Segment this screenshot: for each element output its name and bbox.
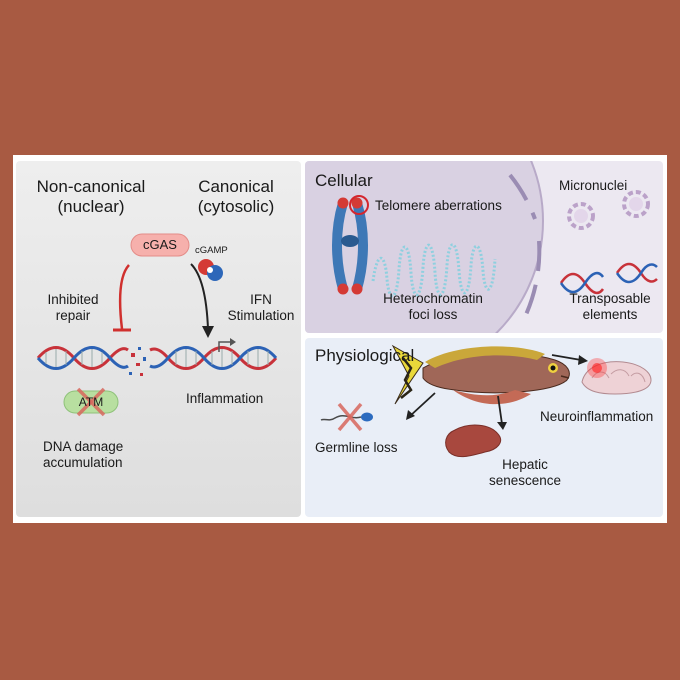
nuclear-envelope-icon (508, 173, 542, 322)
liver-icon (445, 424, 502, 458)
cgas-pill (130, 233, 190, 257)
neuroinflammation-label: Neuroinflammation (540, 409, 654, 424)
cellular-title: Cellular (315, 171, 373, 190)
transposable-element-icon (559, 271, 605, 295)
noncanonical-title: Non-canonical (nuclear) (36, 177, 146, 216)
transposable-label: Transposable elements (569, 291, 651, 322)
dna-helix-icon (149, 346, 278, 370)
hepatic-senescence-label: Hepatic senescence (488, 457, 562, 488)
physiological-graphics (320, 344, 652, 458)
heterochromatin-label: Heterochromatin foci loss (383, 291, 483, 322)
brain-icon (581, 358, 652, 395)
cgas-label: cGAS (143, 237, 177, 252)
pathway-graphics (36, 233, 278, 417)
arrow-to-liver (497, 395, 503, 425)
inhibited-repair-label: Inhibited repair (47, 292, 99, 323)
inflammation-label: Inflammation (186, 391, 264, 406)
micronucleus-icon (622, 190, 650, 218)
transcription-arrow-icon (218, 341, 231, 352)
germline-loss-label: Germline loss (315, 440, 398, 455)
inhibition-arrow (118, 264, 130, 330)
heterochromatin-icon (371, 243, 497, 298)
physiological-title: Physiological (315, 346, 415, 365)
arrow-to-germline (409, 392, 436, 417)
nucleus-shape (305, 161, 544, 333)
dna-helix-damaged-icon (36, 346, 129, 370)
transposable-element-icon (615, 262, 658, 284)
arrow-to-brain (551, 354, 582, 361)
chromosome-icon (332, 197, 368, 295)
micronuclei-label: Micronuclei (559, 178, 628, 193)
canonical-title: Canonical (cytosolic) (197, 177, 275, 216)
physiological-panel: Physiological Germline loss Neuroinflamm… (305, 338, 663, 517)
dna-break-fragments-icon (129, 347, 146, 376)
cross-icon (76, 387, 106, 417)
cgas-pathways-panel: Non-canonical (nuclear) Canonical (cytos… (16, 161, 301, 517)
cellular-panel: Cellular Telomere aberrations Heterochro… (305, 161, 663, 333)
figure-card: Non-canonical (nuclear) Canonical (cytos… (13, 155, 667, 523)
activation-arrow (190, 263, 209, 330)
ifn-stimulation-label: IFN Stimulation (227, 292, 295, 323)
telomere-label: Telomere aberrations (375, 198, 502, 213)
cgamp-label: cGAMP (195, 245, 228, 256)
atm-label: ATM (78, 395, 104, 409)
arrowhead-icon (202, 326, 214, 338)
killifish-icon (391, 344, 570, 405)
dna-damage-label: DNA damage accumulation (43, 439, 124, 470)
micronucleus-icon (567, 202, 595, 230)
telomere-highlight-circle (349, 195, 369, 215)
cgamp-molecule-icon (198, 259, 223, 281)
sperm-icon (320, 412, 373, 422)
cellular-graphics (305, 161, 658, 333)
cross-icon (337, 402, 363, 432)
